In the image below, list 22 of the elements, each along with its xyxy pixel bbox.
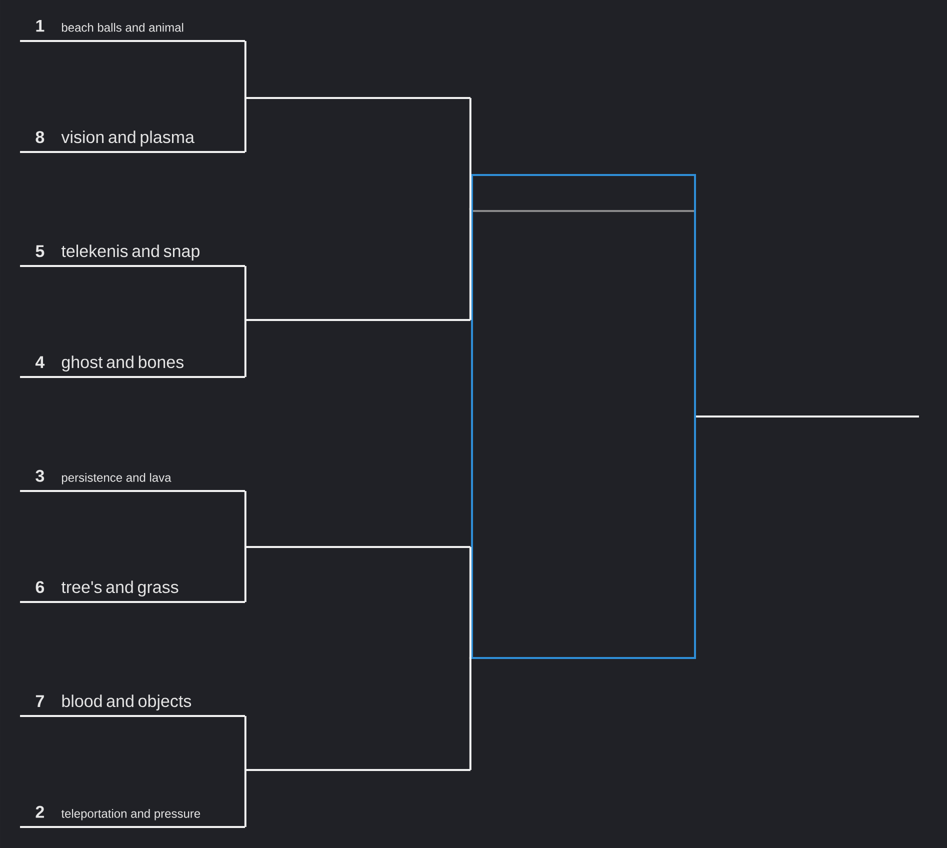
bracket-entry: 1 beach balls and animal [20,20,245,42]
bracket-line [469,547,472,659]
bracket-line [244,770,246,827]
bracket-entry: 7 blood and objects [20,694,245,717]
bracket-line [696,416,919,418]
bracket-line [244,320,246,377]
bracket-line [244,491,246,547]
bracket-entry: 6 tree's and grass [20,580,245,603]
bracket-entry: 5 telekenis and snap [20,244,245,267]
bracket-line [469,98,472,210]
bracket-entry: 2 teleportation and pressure [20,806,245,828]
bracket-line [244,98,246,152]
bracket-line [244,41,246,98]
bracket-line [244,716,246,770]
bracket-entry: 4 ghost and bones [20,356,245,378]
bracket-line [469,657,472,770]
bracket-line [469,208,472,320]
bracket-line [244,547,246,602]
bracket-line [244,266,246,320]
match-box [471,174,696,659]
bracket-entry: 8 vision and plasma [20,130,245,153]
bracket-entry: 3 persistence and lava [20,470,245,492]
